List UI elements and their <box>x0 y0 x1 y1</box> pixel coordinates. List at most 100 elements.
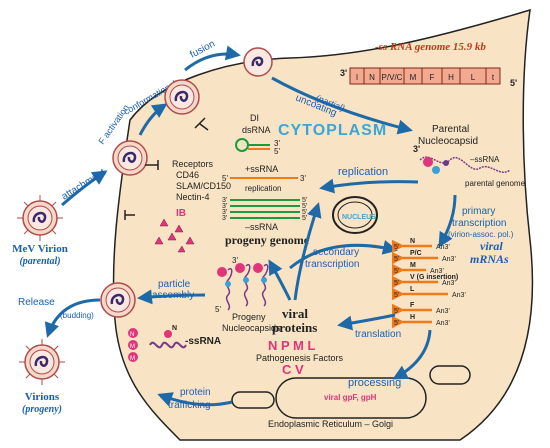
npml-label: N P M L <box>268 338 315 353</box>
nucleus-label: NUCLEUS <box>342 214 376 221</box>
uncoating-arrow <box>271 76 413 135</box>
receptors-label: Receptors <box>172 159 214 169</box>
mrna-gene-label: L <box>410 286 415 293</box>
receptor-nectin: Nectin-4 <box>176 192 210 202</box>
primary-transcription-3: (virion-assoc. pol.) <box>448 230 514 239</box>
svg-text:3': 3' <box>222 197 227 204</box>
mrna-gene-label: V (G insertion) <box>410 274 458 281</box>
receptor-slam: SLAM/CD150 <box>176 181 231 191</box>
genome-gene-label: N <box>369 73 375 82</box>
mrna-polya-label: An3' <box>436 244 450 251</box>
fusion-arrow <box>184 45 241 72</box>
progeny-nc-5prime: 5' <box>215 305 221 314</box>
progeny-nucleocapsid-icon <box>217 263 269 311</box>
mrna-polya-label: An3' <box>436 320 450 327</box>
processing-arrow <box>392 329 432 380</box>
genome-gene-box <box>485 67 501 85</box>
protein-trafficking-arrow <box>157 392 233 407</box>
virion-parental-title: MeV Virion <box>12 243 68 255</box>
er-golgi-label: Endoplasmic Reticulum – Golgi <box>268 419 393 429</box>
secondary-transcription-2: transcription <box>305 259 359 270</box>
viral-mrnas-2: mRNAs <box>470 252 509 266</box>
secondary-transcription-arrow <box>289 239 398 270</box>
proteins-to-nc-arrow <box>268 259 292 301</box>
replication-label: replication <box>338 166 388 178</box>
primary-transcription-2: transcription <box>452 218 506 229</box>
ssrna-n-label: N <box>172 325 177 332</box>
release-arrow <box>44 298 101 338</box>
progeny-nc-1: Progeny <box>232 312 266 322</box>
attachment-arrow <box>61 170 108 207</box>
genome-gene-label: P/V/C <box>382 73 403 82</box>
virions-title: Virions <box>25 391 60 403</box>
mrna-polya-label: An3' <box>430 268 444 275</box>
particle-assembly-2: assembly <box>152 290 194 301</box>
mrna-gene-label: M <box>410 262 416 269</box>
ssrna-left-label: -ssRNA <box>185 336 221 347</box>
svg-text:5': 5' <box>302 215 307 222</box>
mrna-5prime: 5' <box>394 292 399 299</box>
mrna-polya-label: An3' <box>436 308 450 315</box>
f-activation-arrow <box>138 103 168 136</box>
genome-gene-label: H <box>448 73 454 82</box>
plus-ssrna-label: +ssRNA <box>245 164 278 174</box>
mrna-polya-label: An3' <box>442 256 456 263</box>
mrna-5prime: 5' <box>394 320 399 327</box>
virion-parental-sub: (parental) <box>19 256 60 267</box>
replication-small-3: 3' <box>300 174 306 183</box>
di-label: DI <box>250 113 259 123</box>
progeny-strands <box>230 199 300 219</box>
di-dsrna-icon <box>235 138 270 152</box>
genome-3prime: 3' <box>340 68 347 78</box>
di-3prime: 3' <box>274 139 280 148</box>
attachment-label: attachment <box>60 167 108 203</box>
genome-gene-label: F <box>430 73 435 82</box>
svg-text:M: M <box>130 356 135 362</box>
svg-text:3': 3' <box>222 203 227 210</box>
pathogenesis-label: Pathogenesis Factors <box>256 353 344 363</box>
mrna-polya-label: An3' <box>442 280 456 287</box>
parental-nucleocapsid-icon <box>419 156 511 174</box>
primary-transcription-arrow <box>438 194 457 248</box>
virion-fusion-icon <box>163 78 201 116</box>
mrna-5prime: 5' <box>394 244 399 251</box>
virions-sub: (progeny) <box>22 404 62 415</box>
svg-text:5': 5' <box>302 209 307 216</box>
cv-label: C V <box>282 362 304 377</box>
parental-label: Parental <box>432 124 469 135</box>
svg-text:5': 5' <box>302 197 307 204</box>
virion-fused-icon <box>243 47 273 77</box>
progeny-genome-label: progeny genome <box>225 233 310 247</box>
particle-assembly-1: particle <box>158 279 191 290</box>
virion-budding-icon <box>99 281 137 319</box>
progeny-nc-3prime: 3' <box>232 256 238 265</box>
particle-assembly-arrow <box>137 289 206 305</box>
genome-title: -ss RNA genome 15.9 kb <box>375 41 486 53</box>
mrna-gene-label: P/C <box>410 250 422 257</box>
minus-ssrna-label2: –ssRNA <box>245 222 278 232</box>
ib-label: IB <box>176 208 186 219</box>
primary-transcription-1: primary <box>462 206 495 217</box>
translation-label: translation <box>355 329 401 340</box>
virion-parental-icon <box>17 195 63 241</box>
ib-triangle-icon <box>154 218 195 253</box>
svg-text:M: M <box>130 344 135 350</box>
parental-3prime: 3' <box>413 144 420 154</box>
di-5prime: 5' <box>274 147 280 156</box>
virion-progeny-icon <box>19 339 65 385</box>
processing-label: processing <box>348 377 401 389</box>
nucleocapsid-label: Nucleocapsid <box>418 136 478 147</box>
translation-arrow <box>337 313 396 331</box>
genome-5prime: 5' <box>510 78 517 88</box>
viral-gp-label: viral gpF, gpH <box>324 393 377 402</box>
virion-attached-icon <box>111 139 149 177</box>
cell-membrane <box>112 8 534 441</box>
protein-trafficking-1: protein <box>180 387 211 398</box>
parental-genome-label: parental genome <box>465 179 526 188</box>
dsrna-label: dsRNA <box>242 125 271 135</box>
viral-mrnas-1: viral <box>480 239 503 253</box>
viral-proteins-1: viral <box>282 306 308 321</box>
protein-trafficking-2: trafficking <box>168 400 211 411</box>
genome-gene-label: t <box>492 73 495 82</box>
